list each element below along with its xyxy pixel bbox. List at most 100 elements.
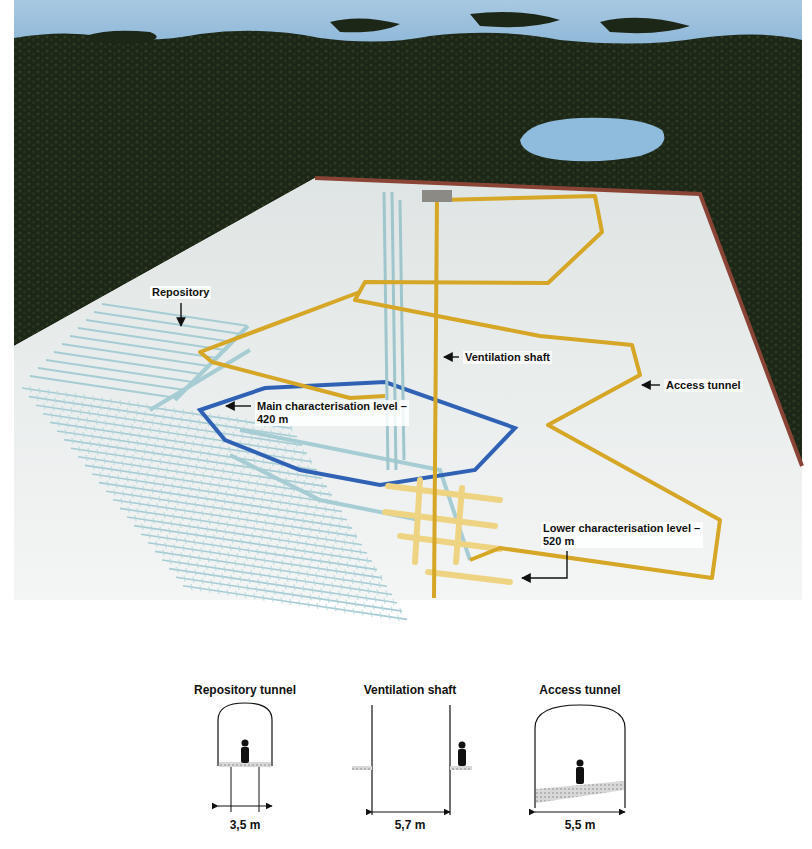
deposition-hole	[306, 541, 307, 547]
deposition-hole	[284, 485, 285, 491]
deposition-hole	[309, 564, 310, 570]
deposition-hole	[216, 459, 217, 465]
deposition-hole	[277, 544, 278, 550]
section-outline	[218, 703, 272, 766]
deposition-hole	[325, 574, 326, 580]
deposition-hole	[260, 504, 261, 510]
deposition-hole	[400, 608, 401, 614]
deposition-hole	[348, 525, 349, 531]
deposition-hole	[362, 610, 363, 616]
deposition-hole	[248, 479, 249, 485]
deposition-hole	[228, 552, 229, 558]
deposition-hole	[161, 489, 162, 495]
deposition-hole	[249, 442, 250, 448]
deposition-hole	[218, 588, 219, 594]
deposition-hole	[134, 485, 135, 491]
lower-level-tunnels	[385, 480, 510, 582]
deposition-hole	[273, 559, 274, 565]
deposition-hole	[296, 509, 297, 515]
deposition-hole	[232, 537, 233, 543]
deposition-hole	[62, 406, 63, 412]
deposition-hole	[263, 527, 264, 533]
deposition-hole	[307, 571, 308, 577]
deposition-hole	[206, 564, 207, 570]
deposition-hole	[107, 481, 108, 487]
ventilation-shaft	[434, 196, 437, 598]
deposition-hole	[275, 551, 276, 557]
deposition-hole	[301, 457, 302, 463]
repository-tunnel	[134, 526, 372, 562]
deposition-hole	[145, 479, 146, 485]
deposition-hole	[287, 576, 288, 582]
deposition-hole	[254, 526, 255, 532]
deposition-hole	[165, 474, 166, 480]
deposition-hole	[317, 535, 318, 541]
deposition-hole	[202, 442, 203, 448]
deposition-hole	[177, 431, 178, 437]
deposition-hole	[301, 525, 302, 531]
deposition-hole	[316, 573, 317, 579]
deposition-hole	[199, 419, 200, 425]
repository-tunnel	[141, 534, 377, 569]
deposition-hole	[310, 526, 311, 532]
person-body	[576, 767, 584, 784]
deposition-hole	[181, 416, 182, 422]
deposition-hole	[367, 558, 368, 564]
deposition-hole	[139, 433, 140, 439]
deposition-hole	[132, 424, 133, 430]
repository-tunnel	[64, 440, 322, 479]
deposition-hole	[178, 461, 179, 467]
deposition-hole	[205, 533, 206, 539]
deposition-hole	[381, 575, 382, 581]
deposition-hole	[337, 530, 338, 536]
deposition-hole	[295, 479, 296, 485]
deposition-hole	[266, 482, 267, 488]
deposition-hole	[198, 457, 199, 463]
deposition-hole	[303, 586, 304, 592]
leader-arrow	[522, 551, 567, 578]
deposition-hole	[106, 450, 107, 456]
deposition-hole	[112, 429, 113, 435]
deposition-hole	[269, 573, 270, 579]
deposition-hole	[281, 530, 282, 536]
deposition-hole	[384, 598, 385, 604]
deposition-hole	[171, 453, 172, 459]
deposition-hole	[222, 574, 223, 580]
deposition-hole	[360, 549, 361, 555]
deposition-hole	[169, 528, 170, 534]
deposition-hole	[345, 569, 346, 575]
deposition-hole	[294, 448, 295, 454]
deposition-hole	[67, 422, 68, 428]
deposition-hole	[282, 492, 283, 498]
deposition-hole	[228, 416, 229, 422]
deposition-hole	[152, 488, 153, 494]
deposition-hole	[315, 542, 316, 548]
deposition-hole	[180, 522, 181, 528]
deposition-hole	[173, 513, 174, 519]
deposition-hole	[372, 573, 373, 579]
deposition-hole	[111, 398, 112, 404]
deposition-hole	[236, 523, 237, 529]
deposition-hole	[73, 400, 74, 406]
leader-label: Repository	[150, 286, 211, 299]
deposition-hole	[195, 434, 196, 440]
deposition-hole	[310, 458, 311, 464]
deposition-hole	[103, 427, 104, 433]
deposition-hole	[262, 497, 263, 503]
deposition-hole	[210, 481, 211, 487]
deposition-hole	[256, 518, 257, 524]
deposition-hole	[116, 482, 117, 488]
deposition-hole	[299, 600, 300, 606]
section-outline	[535, 705, 625, 808]
deposition-hole	[305, 511, 306, 517]
deposition-hole	[237, 485, 238, 491]
deposition-hole	[93, 464, 94, 470]
deposition-hole	[243, 531, 244, 537]
deposition-hole	[332, 515, 333, 521]
deposition-hole	[224, 566, 225, 572]
deposition-hole	[374, 566, 375, 572]
deposition-hole	[197, 494, 198, 500]
deposition-hole	[185, 538, 186, 544]
person-figures	[241, 740, 584, 785]
deposition-hole	[140, 463, 141, 469]
